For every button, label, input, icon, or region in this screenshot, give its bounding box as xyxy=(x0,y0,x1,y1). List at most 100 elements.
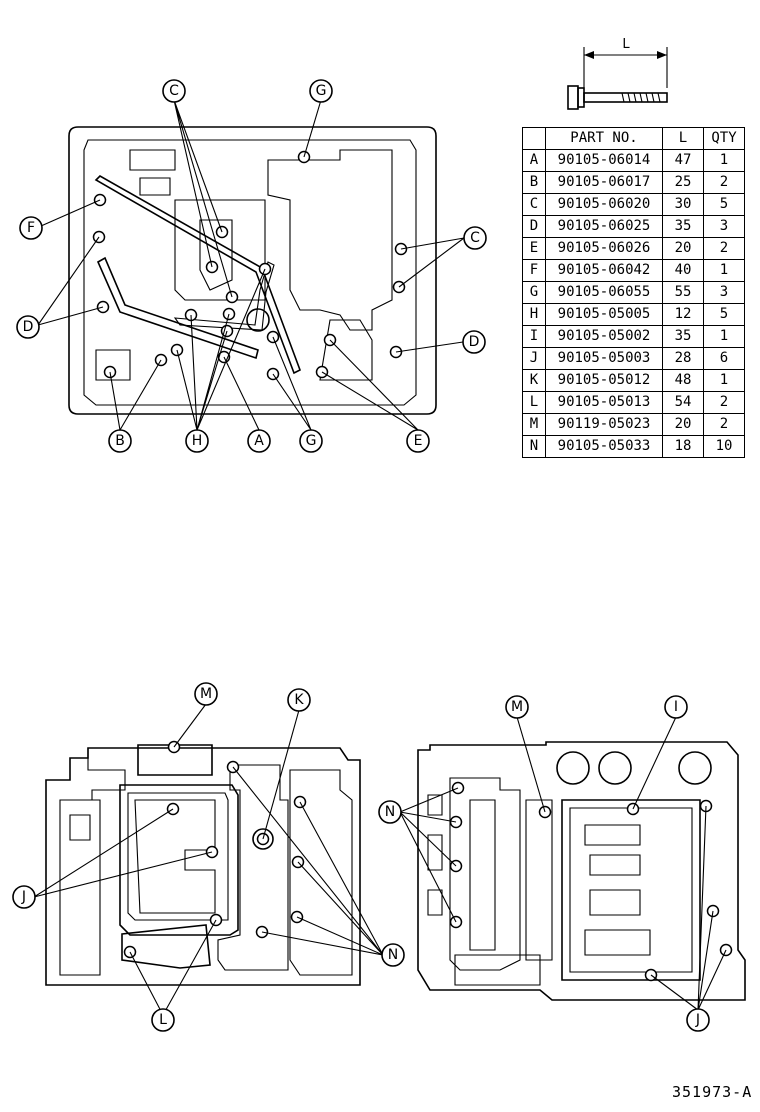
quantity: 10 xyxy=(703,435,745,458)
callout-d-left: D xyxy=(16,315,40,339)
part-number: 90105-06042 xyxy=(545,259,663,282)
bolt-length: 35 xyxy=(662,215,704,238)
svg-text:H: H xyxy=(192,433,203,449)
part-number: 90105-06025 xyxy=(545,215,663,238)
svg-text:J: J xyxy=(21,889,26,905)
callout-c-top: C xyxy=(162,79,186,103)
svg-text:G: G xyxy=(306,433,317,449)
svg-text:B: B xyxy=(115,433,125,449)
bolt-length: 48 xyxy=(662,369,704,392)
header-qty: QTY xyxy=(703,127,745,150)
row-key: N xyxy=(522,435,546,458)
row-key: M xyxy=(522,413,546,436)
quantity: 1 xyxy=(703,325,745,348)
svg-text:A: A xyxy=(254,433,264,449)
callout-k: K xyxy=(287,688,311,712)
callout-g-top: G xyxy=(309,79,333,103)
svg-text:M: M xyxy=(200,686,212,702)
part-number: 90105-06014 xyxy=(545,149,663,172)
part-number: 90105-05003 xyxy=(545,347,663,370)
svg-text:N: N xyxy=(388,947,398,963)
row-key: F xyxy=(522,259,546,282)
svg-text:J: J xyxy=(695,1012,700,1028)
quantity: 1 xyxy=(703,149,745,172)
row-key: H xyxy=(522,303,546,326)
bolt-length-label: L xyxy=(622,37,630,52)
part-number: 90119-05023 xyxy=(545,413,663,436)
row-key: B xyxy=(522,171,546,194)
quantity: 2 xyxy=(703,413,745,436)
part-number: 90105-06026 xyxy=(545,237,663,260)
drawing-code: 351973-A xyxy=(672,1083,753,1101)
bolt-length: 47 xyxy=(662,149,704,172)
quantity: 3 xyxy=(703,281,745,304)
svg-text:D: D xyxy=(469,334,480,350)
callout-f: F xyxy=(19,216,43,240)
top-leader-lines xyxy=(37,99,465,431)
quantity: 5 xyxy=(703,193,745,216)
callout-l: L xyxy=(151,1008,175,1032)
part-number: 90105-05033 xyxy=(545,435,663,458)
quantity: 3 xyxy=(703,215,745,238)
bolt-length: 28 xyxy=(662,347,704,370)
bottom-right-valve-body xyxy=(399,716,746,1011)
row-key: G xyxy=(522,281,546,304)
svg-text:G: G xyxy=(316,83,327,99)
callout-h: H xyxy=(185,429,209,453)
callout-c-right: C xyxy=(463,226,487,250)
svg-text:D: D xyxy=(23,319,34,335)
callout-m-left: M xyxy=(194,682,218,706)
svg-text:I: I xyxy=(674,699,678,715)
quantity: 2 xyxy=(703,237,745,260)
bolt-length: 35 xyxy=(662,325,704,348)
row-key: D xyxy=(522,215,546,238)
row-key: K xyxy=(522,369,546,392)
callout-n-left: N xyxy=(381,943,405,967)
bolt-length: 30 xyxy=(662,193,704,216)
bolt-length: 55 xyxy=(662,281,704,304)
callout-a: A xyxy=(247,429,271,453)
header-length: L xyxy=(662,127,704,150)
part-number: 90105-06017 xyxy=(545,171,663,194)
row-key: E xyxy=(522,237,546,260)
callout-m-right: M xyxy=(505,695,529,719)
bolt-length: 20 xyxy=(662,413,704,436)
quantity: 1 xyxy=(703,369,745,392)
svg-text:C: C xyxy=(470,230,480,246)
svg-text:M: M xyxy=(511,699,523,715)
part-number: 90105-05002 xyxy=(545,325,663,348)
quantity: 2 xyxy=(703,171,745,194)
table-header-row: PART NO. L QTY xyxy=(522,127,745,150)
part-number: 90105-05012 xyxy=(545,369,663,392)
part-number: 90105-05013 xyxy=(545,391,663,414)
callout-j-right: J xyxy=(686,1008,710,1032)
callout-d-right: D xyxy=(462,330,486,354)
quantity: 1 xyxy=(703,259,745,282)
quantity: 5 xyxy=(703,303,745,326)
top-valve-body xyxy=(37,99,465,431)
row-key: L xyxy=(522,391,546,414)
row-key: A xyxy=(522,149,546,172)
quantity: 6 xyxy=(703,347,745,370)
svg-text:L: L xyxy=(159,1012,167,1028)
header-key xyxy=(522,127,546,150)
callout-j-left: J xyxy=(12,885,36,909)
svg-text:E: E xyxy=(414,433,423,449)
quantity: 2 xyxy=(703,391,745,414)
bottom-left-valve-body xyxy=(33,703,384,1016)
bolt-length: 20 xyxy=(662,237,704,260)
bolt-length: 25 xyxy=(662,171,704,194)
